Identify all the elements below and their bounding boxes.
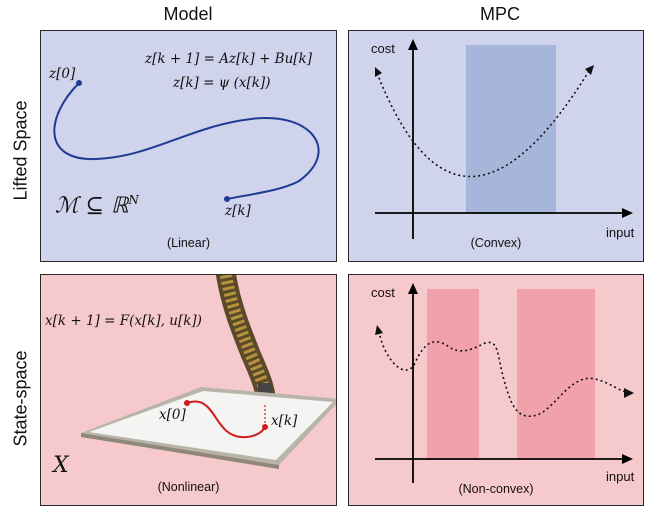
- nonconvex-cost-plot: [375, 283, 634, 483]
- lifted-model-caption: (Linear): [166, 236, 211, 250]
- lifted-trajectory-plot: [53, 80, 320, 202]
- state-trajectory-illustration: [81, 275, 336, 469]
- convex-curve-right-arrow: [585, 65, 594, 75]
- row-header-state: State-space: [10, 350, 31, 447]
- drawing-board-image: [81, 387, 336, 469]
- lifted-end-label: z[k]: [225, 203, 251, 219]
- panel-lifted-model: z[k + 1] = Az[k] + Bu[k] z[k] = ψ (x[k])…: [40, 30, 337, 262]
- lifted-mpc-cost-label: cost: [371, 41, 395, 56]
- convex-feasible-band: [466, 45, 556, 213]
- soft-robot-arm-image: [216, 275, 275, 405]
- state-end-point: [262, 424, 268, 430]
- nonconvex-feasible-band-1: [427, 289, 479, 459]
- state-mpc-caption: (Non-convex): [458, 482, 534, 496]
- lifted-start-label: z[0]: [49, 66, 76, 82]
- column-header-mpc: MPC: [480, 4, 520, 24]
- state-model-caption: (Nonlinear): [157, 480, 220, 494]
- lifted-trajectory-curve: [53, 82, 320, 200]
- state-input-axis-arrow: [622, 454, 633, 464]
- state-equation: x[k + 1] = F(x[k], u[k]): [45, 313, 202, 329]
- state-mpc-input-label: input: [606, 469, 635, 484]
- panel-state-model: x[k + 1] = F(x[k], u[k]) x[0] x[k] X (No…: [40, 274, 337, 506]
- panel-state-mpc: cost input (Non-convex): [348, 274, 644, 506]
- cost-axis-arrow: [408, 39, 418, 50]
- state-trajectory-curve: [186, 400, 266, 439]
- state-space-label: X: [53, 453, 69, 478]
- nonconvex-curve-right-arrow: [624, 388, 634, 398]
- row-header-lifted: Lifted Space: [10, 100, 31, 201]
- manifold-label: ℳ ⊆ ℝN: [55, 193, 139, 219]
- nonconvex-feasible-band-2: [517, 289, 595, 459]
- column-header-model: Model: [163, 4, 213, 24]
- lifted-equation-2: z[k] = ψ (x[k]): [173, 75, 271, 91]
- panel-lifted-mpc: cost input (Convex): [348, 30, 644, 262]
- lifted-mpc-input-label: input: [606, 225, 635, 240]
- lifted-mpc-caption: (Convex): [470, 236, 522, 250]
- state-end-label: x[k]: [271, 413, 298, 429]
- convex-curve-left-arrow: [375, 67, 382, 77]
- nonconvex-curve-left-arrow: [375, 325, 383, 335]
- state-start-point: [184, 400, 190, 406]
- lifted-equation-1: z[k + 1] = Az[k] + Bu[k]: [145, 51, 313, 67]
- input-axis-arrow: [622, 208, 633, 218]
- lifted-start-point: [76, 80, 82, 86]
- state-cost-axis-arrow: [408, 283, 418, 294]
- convex-cost-plot: [375, 39, 633, 239]
- state-start-label: x[0]: [159, 407, 186, 423]
- state-mpc-cost-label: cost: [371, 285, 395, 300]
- lifted-end-point: [224, 196, 230, 202]
